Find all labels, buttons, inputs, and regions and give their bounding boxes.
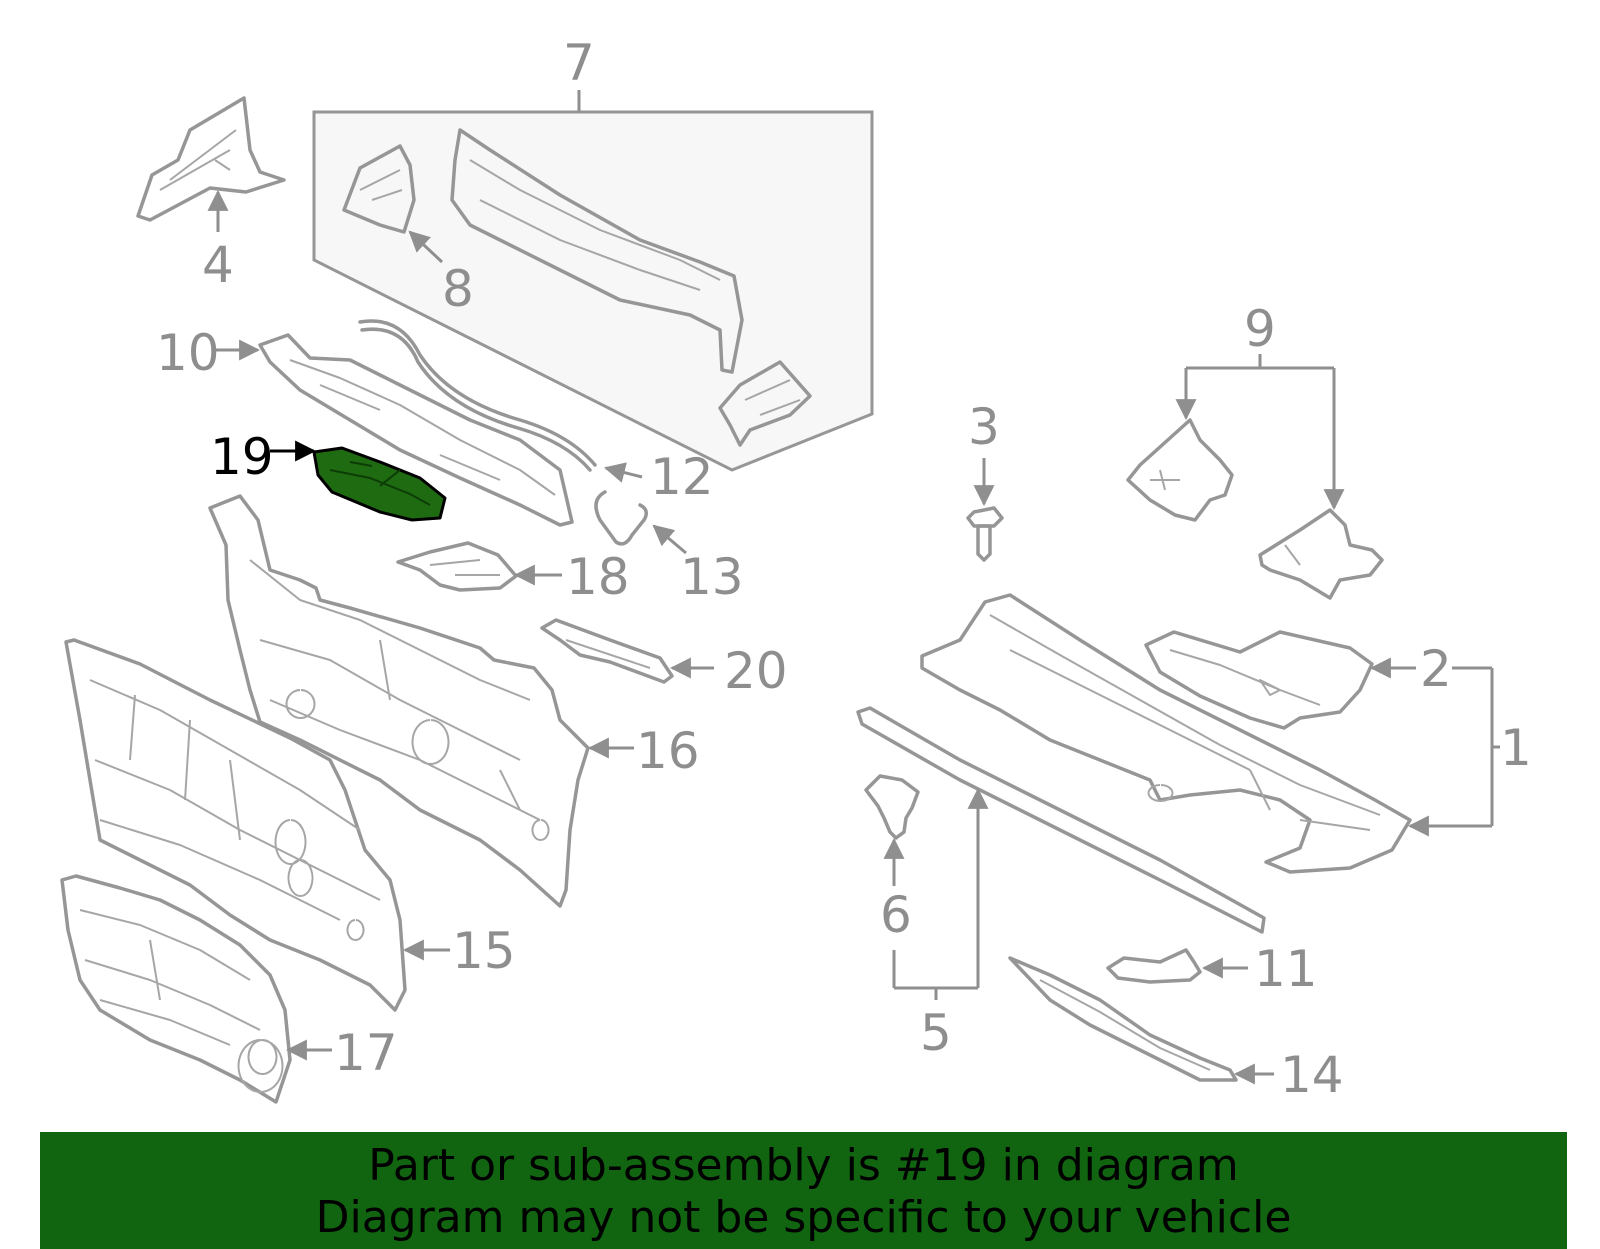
- part-8[interactable]: [342, 144, 444, 264]
- part-4[interactable]: [136, 96, 286, 232]
- part-13[interactable]: [594, 490, 687, 555]
- part-20[interactable]: [540, 618, 714, 684]
- callout-9[interactable]: 9: [1244, 300, 1276, 358]
- callout-18[interactable]: 18: [566, 548, 630, 606]
- callout-11[interactable]: 11: [1254, 940, 1318, 998]
- part-19[interactable]: [270, 440, 447, 522]
- part-15[interactable]: [64, 638, 450, 1012]
- callout-15[interactable]: 15: [452, 922, 516, 980]
- part-11[interactable]: [1106, 948, 1248, 984]
- part-1[interactable]: [920, 593, 1412, 874]
- part-2[interactable]: [1144, 630, 1416, 730]
- part-14[interactable]: [1008, 956, 1274, 1085]
- callout-20[interactable]: 20: [724, 642, 788, 700]
- callout-3[interactable]: 3: [968, 398, 1000, 456]
- callout-6[interactable]: 6: [880, 886, 912, 944]
- part-5[interactable]: [856, 706, 1266, 988]
- bracket-5: [892, 950, 978, 1000]
- part-12[interactable]: [358, 319, 643, 483]
- part-9[interactable]: [1126, 354, 1384, 600]
- callout-12[interactable]: 12: [650, 448, 714, 506]
- banner-line-1: Part or sub-assembly is #19 in diagram: [368, 1140, 1239, 1191]
- callout-7[interactable]: 7: [563, 34, 595, 92]
- part-16[interactable]: [208, 494, 634, 908]
- part-10[interactable]: [212, 333, 574, 527]
- callout-4[interactable]: 4: [202, 236, 234, 294]
- callout-labels: 1 2 3 4 5 6 7 8 9 10 11 12 13 14 15 16 1…: [156, 34, 1532, 1104]
- bracket-1: [1407, 666, 1500, 837]
- callout-8[interactable]: 8: [442, 260, 474, 318]
- callout-1[interactable]: 1: [1500, 719, 1532, 777]
- callout-5[interactable]: 5: [920, 1004, 952, 1062]
- part-7-bracket[interactable]: [718, 360, 812, 447]
- info-banner: Part or sub-assembly is #19 in diagram D…: [40, 1132, 1567, 1249]
- callout-13[interactable]: 13: [680, 548, 744, 606]
- part-3[interactable]: [966, 458, 1004, 562]
- part-7-cowl-top[interactable]: [450, 128, 744, 374]
- callout-17[interactable]: 17: [334, 1024, 398, 1082]
- callout-2[interactable]: 2: [1420, 640, 1452, 698]
- part-17[interactable]: [60, 874, 332, 1104]
- part-18[interactable]: [396, 541, 562, 592]
- callout-10[interactable]: 10: [156, 324, 220, 382]
- banner-line-2: Diagram may not be specific to your vehi…: [315, 1192, 1292, 1243]
- callout-16[interactable]: 16: [636, 722, 700, 780]
- parts-diagram: 1 2 3 4 5 6 7 8 9 10 11 12 13 14 15 16 1…: [60, 34, 1532, 1104]
- callout-14[interactable]: 14: [1280, 1046, 1344, 1104]
- part-6[interactable]: [864, 774, 920, 886]
- callout-19[interactable]: 19: [210, 428, 274, 486]
